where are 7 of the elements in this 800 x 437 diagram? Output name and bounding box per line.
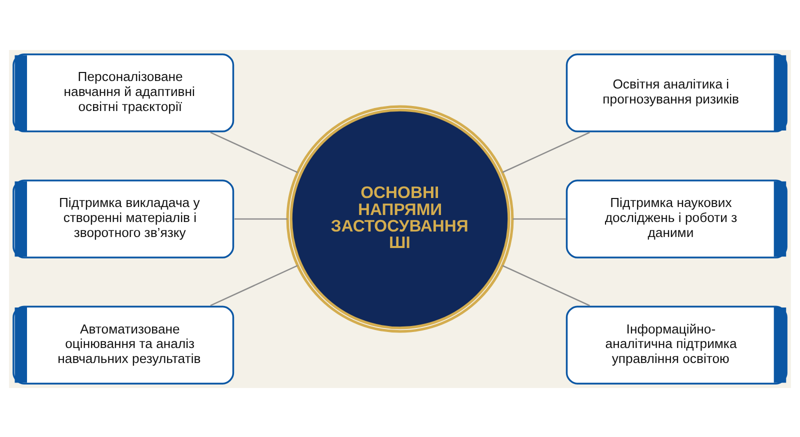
connector <box>210 264 298 306</box>
connector <box>502 264 590 306</box>
connector <box>210 131 298 173</box>
connector <box>234 218 288 220</box>
connector <box>502 131 590 172</box>
connector <box>512 218 566 220</box>
node-circle: ОСНОВНІ НАПРЯМИ ЗАСТОСУВАННЯ ШІ <box>286 104 514 332</box>
